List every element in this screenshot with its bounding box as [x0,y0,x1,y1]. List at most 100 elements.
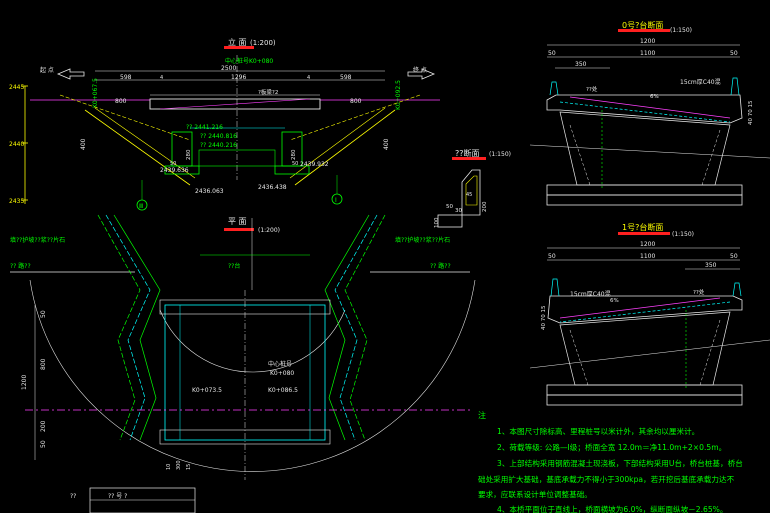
section-detail-dim-200: 200 [482,201,488,212]
elevation-deck [149,98,321,110]
section-detail-base [437,214,463,228]
plan-dim-15: 15 [186,464,192,470]
section-bottom-view: 1号?台断面 (1:150) 1200 50 1100 50 350 15cm厚… [529,222,770,406]
elevation-left-bottom-elev: 2436.063 [195,188,224,195]
section-top-dim-left: 50 [548,50,556,57]
plan-arc-inner [159,309,346,373]
section-top-view: 0号?台断面 (1:150) 1200 50 1100 50 350 15cm厚… [529,20,770,206]
plan-label-left-road: ?? 路?? [10,262,31,270]
section-bottom-body-inner-r [699,319,721,386]
elevation-slope-dash-left [59,94,191,141]
notes-line-1: 1、本图尺寸除标高、里程桩号以米计外，其余均以厘米计。 [497,426,699,436]
elevation-right-direction: 终 点 [413,66,427,74]
section-detail-dim-100: 100 [434,217,440,228]
elevation-foundation-left [164,165,200,175]
section-bottom-dim-mid: 1100 [640,253,655,260]
plan-dim-300: 300 [176,460,182,470]
elevation-left-mid-elev: 2439.636 [160,167,189,174]
section-bottom-deck [547,295,743,324]
elevation-right-arrow-icon [407,68,436,80]
section-top-dim-total: 1200 [640,38,655,45]
elevation-dim-wing-left: 800 [115,98,127,105]
elevation-beam-label: ?板梁?2 [258,88,278,96]
plan-legend-box [89,487,196,513]
section-top-footing-2 [546,194,743,206]
elevation-scale-top: 2445 [9,84,24,91]
elevation-left-arrow-icon [56,68,85,80]
section-bottom-scale: (1:150) [672,231,694,238]
section-bottom-dim-right: 50 [730,253,738,260]
plan-title: 平 面 [228,217,247,226]
section-top-body [559,111,731,186]
section-top-layer-label: 15cm厚C40混 [680,78,721,86]
plan-view: 平 面 (1:200) 填??护坡??浆??片石 填??护坡??浆??片石 ??… [10,214,476,513]
elevation-dim-foot-left: 280 [186,149,192,160]
notes-line-6: 4、本桥平面位于直线上，桥面横坡为6.0%，纵断面纵坡－2.65%。 [497,504,728,513]
section-top-dim-350: 350 [575,61,587,68]
elevation-marker-left: Ⅲ [139,203,143,210]
plan-station-k086: K0+086.5 [268,387,298,394]
elevation-marker-right-circle [331,193,343,205]
section-top-dim-vertical: 40 70 15 [748,100,754,125]
section-bottom-joint-label: ??处 [693,288,705,296]
elevation-dim-left: 598 [120,74,132,81]
notes-line-4: 础处采用扩大基础，基底承载力不得小于300kpa，若开挖后基底承载力达不 [478,474,735,484]
notes-block: 注 1、本图尺寸除标高、里程桩号以米计外，其余均以厘米计。 2、荷载等级: 公路… [478,410,743,513]
elevation-right-station: K0+092.5 [395,80,402,110]
elevation-center-station: 中心桩号K0+080 [225,57,273,65]
plan-station-k080: K0+080 [270,370,294,377]
plan-dim-50: 50 [40,310,47,318]
plan-label-abutment: ??台 [228,262,240,270]
section-top-title: 0号?台断面 [622,20,663,30]
section-bottom-footing-2 [546,394,743,406]
notes-line-3: 3、上部结构采用钢筋混凝土现浇板，下部结构采用U台，桥台桩基，桥台 [497,458,743,468]
plan-arc-outer [29,279,476,472]
elevation-slope-dash-right [289,94,421,141]
plan-label-right-road: ?? 路?? [430,262,451,270]
section-top-dim-right: 50 [730,50,738,57]
section-bottom-footing [546,384,743,396]
plan-wing-right-outer [344,214,386,441]
elevation-dim-right: 598 [340,74,352,81]
plan-label-right-slope: 填??护坡??浆??片石 [395,236,450,244]
elevation-title-underline [224,46,254,49]
section-top-joint-label: ??处 [586,85,598,93]
plan-wing-left-outer [97,214,141,441]
plan-dim-10: 10 [166,464,172,470]
section-bottom-dim-350: 350 [705,262,717,269]
section-top-deck [546,94,743,124]
plan-title-underline [224,228,254,231]
elevation-dim-height-right: 400 [383,138,390,150]
section-detail-scale: (1:150) [489,151,511,158]
plan-legend-header: ?? 号 ? [108,493,127,500]
elevation-scale-bottom: 2435 [9,198,24,205]
plan-wing-right-mid [334,214,378,441]
elevation-dim-joint-left: 4 [160,75,163,81]
elevation-slope-right [294,109,396,186]
elevation-dim-total: 2500 [221,65,236,72]
elevation-scale-mid: 2440 [9,141,24,148]
section-detail-view: ??断面 (1:150) 50 30 200 100 45 [434,148,511,228]
plan-wing-right-inner [324,214,370,441]
notes-header: 注 [478,410,486,420]
section-top-rail-right [730,77,740,96]
section-bottom-deck-slope [559,297,721,319]
section-bottom-rail-right [732,282,742,297]
section-top-deck-slope [569,96,731,119]
elevation-dim-joint-right: 4 [307,75,310,81]
plan-station-k073: K0+073.5 [192,387,222,394]
elevation-dim-wing-right: 800 [350,98,362,105]
section-top-body-inner-l [569,124,591,186]
notes-line-2: 2、荷载等级: 公路—Ⅰ级；桥面全宽 12.0m＝净11.0m+2×0.5m。 [497,442,726,452]
section-bottom-slope-label: 6% [610,298,619,304]
section-bottom-layer-label: 15cm厚C40混 [570,290,611,298]
plan-legend-side: ?? [70,493,76,500]
section-detail-dim-45: 45 [466,192,472,198]
elevation-channel [198,149,276,167]
elevation-slope-left [84,109,191,186]
section-bottom-title-underline [618,232,670,235]
section-detail-title: ??断面 [455,148,480,158]
section-top-scale: (1:150) [670,27,692,34]
elevation-left-direction: 起 点 [40,66,54,74]
